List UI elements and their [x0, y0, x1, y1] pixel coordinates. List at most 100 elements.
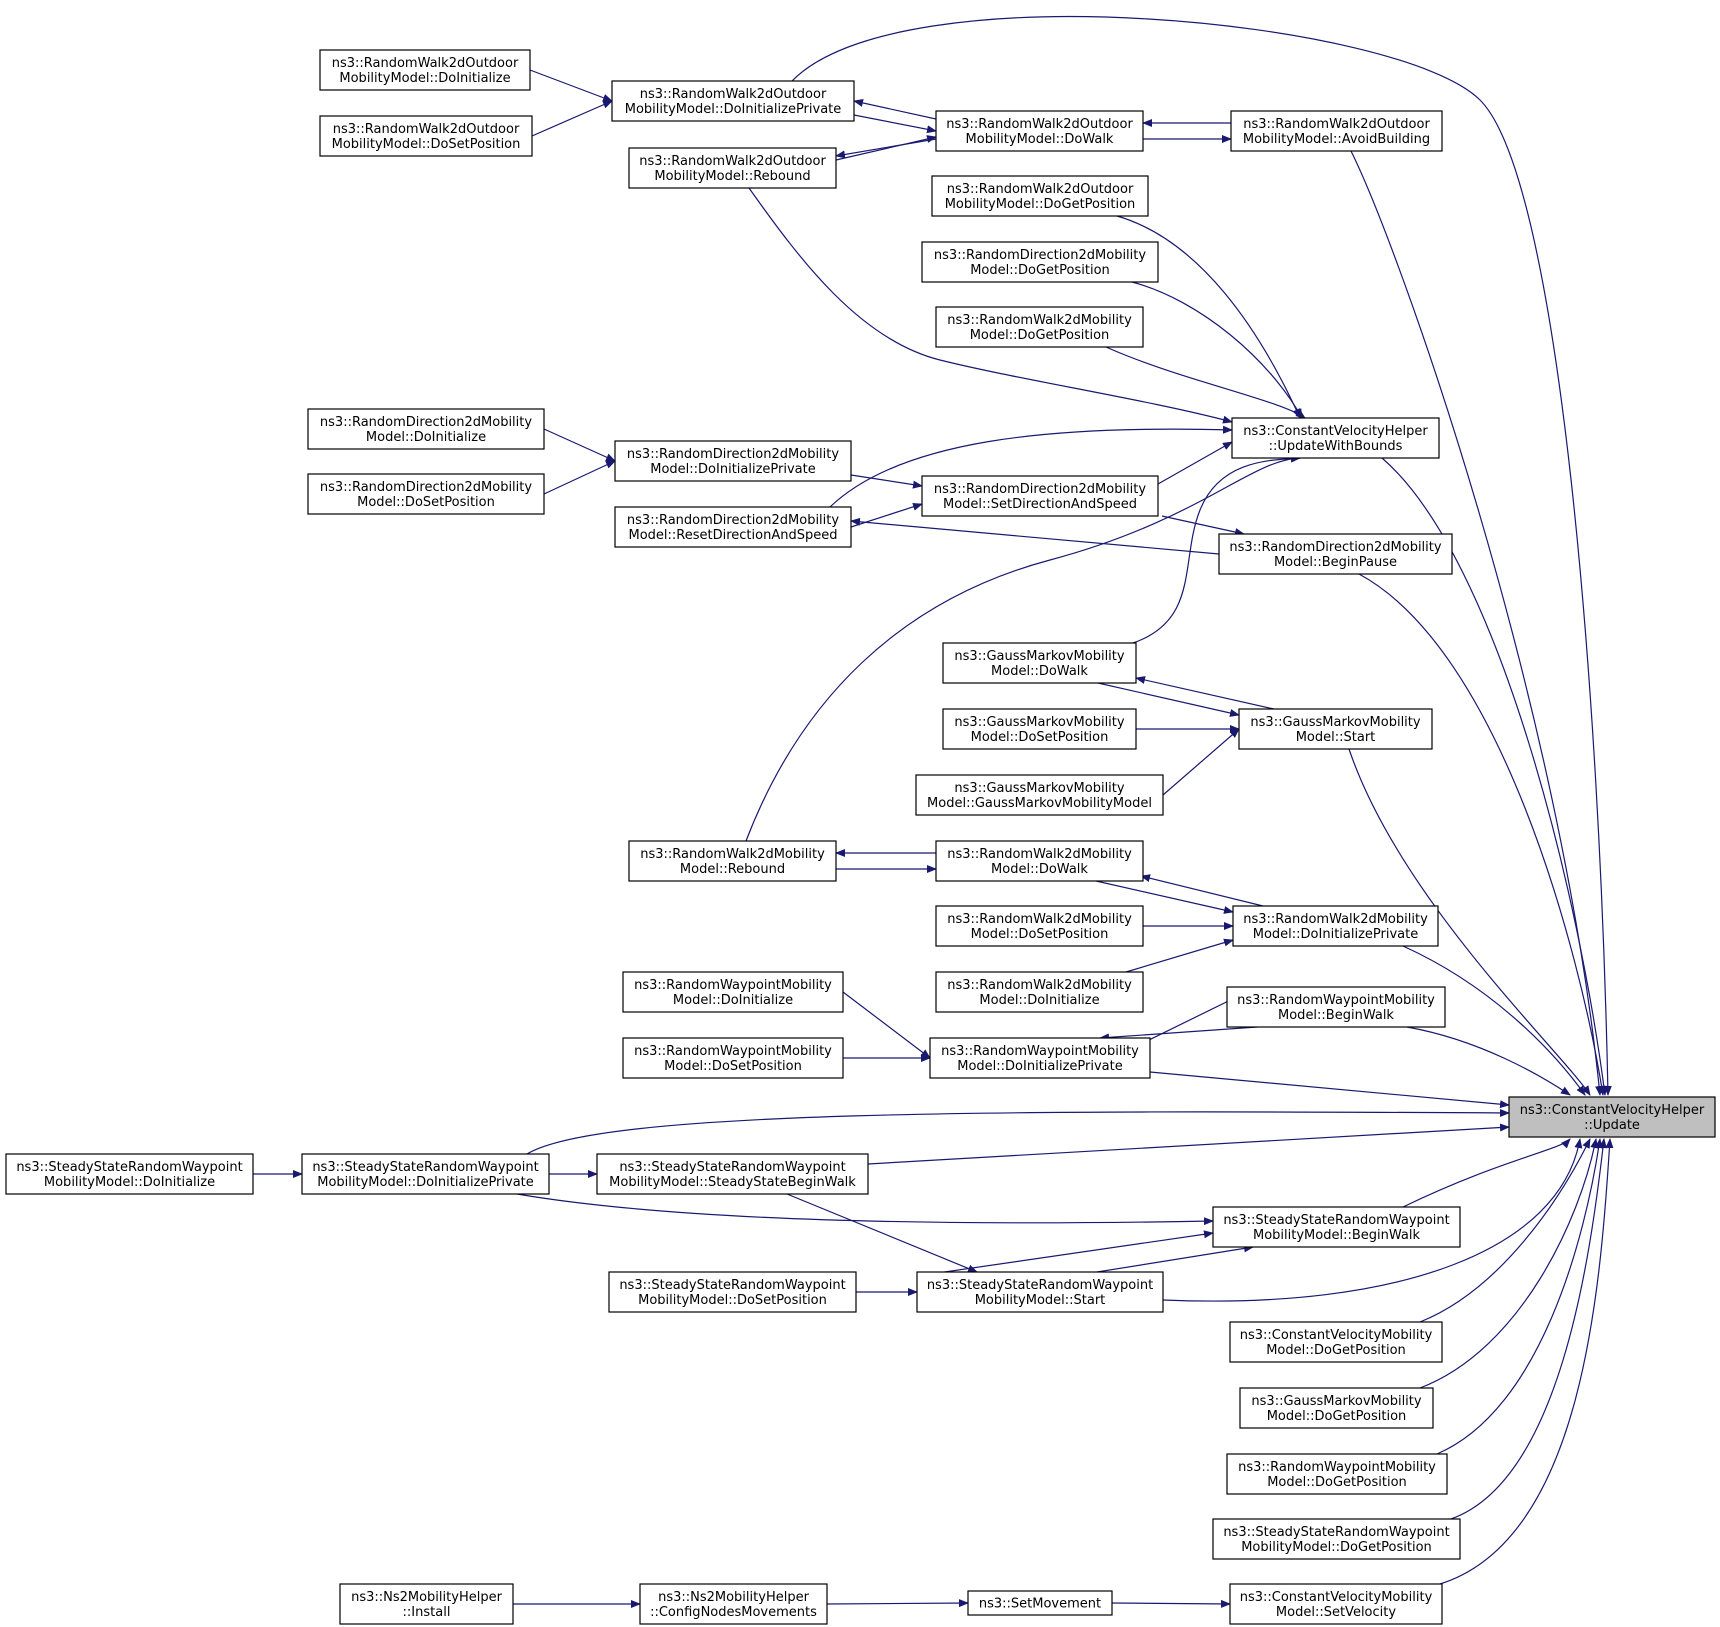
graph-node-n27[interactable]: ns3::RandomWaypointMobilityModel::BeginW… — [1226, 986, 1446, 1028]
graph-node-n17[interactable]: ns3::GaussMarkovMobilityModel::DoSetPosi… — [942, 708, 1137, 750]
graph-node-n42[interactable]: ns3::SetMovement — [967, 1590, 1113, 1616]
graph-node-n26[interactable]: ns3::RandomWaypointMobilityModel::DoSetP… — [622, 1037, 844, 1079]
node-box — [611, 80, 855, 122]
node-label-line: MobilityModel::DoInitialize — [44, 1175, 215, 1190]
node-label-line: ::ConfigNodesMovements — [650, 1605, 817, 1620]
edge-arrow — [835, 138, 937, 159]
node-label-line: ns3::RandomDirection2dMobility — [627, 447, 839, 462]
node-box — [1218, 533, 1453, 575]
graph-node-n35[interactable]: ns3::SteadyStateRandomWaypointMobilityMo… — [916, 1271, 1164, 1313]
node-box — [622, 971, 844, 1013]
node-box — [1229, 1583, 1443, 1625]
edge-n15-to-n29 — [1358, 573, 1606, 1096]
edge-arrow — [850, 502, 923, 528]
edge-n15-to-n12 — [850, 517, 1220, 555]
edge-arrow — [543, 460, 616, 495]
node-label-line: ns3::RandomWalk2dMobility — [947, 978, 1132, 993]
node-box — [1508, 1096, 1716, 1138]
graph-node-n13[interactable]: ns3::RandomDirection2dMobilityModel::Set… — [921, 475, 1159, 517]
graph-node-n34[interactable]: ns3::SteadyStateRandomWaypointMobilityMo… — [608, 1271, 857, 1313]
node-label-line: ns3::Ns2MobilityHelper — [351, 1590, 502, 1605]
edge-arrow — [1350, 150, 1604, 1096]
node-label-line: Model::Rebound — [680, 862, 785, 877]
graph-node-n37[interactable]: ns3::GaussMarkovMobilityModel::DoGetPosi… — [1239, 1387, 1434, 1429]
node-box — [628, 147, 837, 189]
node-box — [614, 440, 852, 482]
graph-node-n31[interactable]: ns3::SteadyStateRandomWaypointMobilityMo… — [301, 1153, 550, 1195]
node-label-line: ns3::SteadyStateRandomWaypoint — [619, 1278, 845, 1293]
edge-arrow — [850, 517, 1220, 555]
node-box — [1232, 905, 1439, 947]
node-label-line: MobilityModel::DoSetPosition — [638, 1293, 827, 1308]
node-label-line: ns3::GaussMarkovMobility — [954, 715, 1124, 730]
node-label-line: ns3::RandomWaypointMobility — [634, 1044, 832, 1059]
edge-n13-to-n15 — [1161, 515, 1245, 536]
graph-node-n39[interactable]: ns3::SteadyStateRandomWaypointMobilityMo… — [1212, 1518, 1461, 1560]
node-label-line: ns3::RandomDirection2dMobility — [934, 248, 1146, 263]
graph-node-n30[interactable]: ns3::SteadyStateRandomWaypointMobilityMo… — [5, 1153, 254, 1195]
edge-n19-to-n29 — [1348, 748, 1591, 1096]
node-label-line: MobilityModel::DoInitializePrivate — [317, 1175, 534, 1190]
graph-node-n19[interactable]: ns3::GaussMarkovMobilityModel::Start — [1238, 708, 1433, 750]
graph-node-n33[interactable]: ns3::SteadyStateRandomWaypointMobilityMo… — [1212, 1206, 1461, 1248]
edge-n25-to-n28 — [842, 991, 931, 1059]
graph-node-n38[interactable]: ns3::RandomWaypointMobilityModel::DoGetP… — [1226, 1453, 1448, 1495]
edge-n5-to-n29 — [1350, 150, 1604, 1096]
edge-arrow — [1348, 748, 1591, 1096]
edge-n4-to-n2 — [853, 99, 937, 120]
edge-arrow — [1149, 1071, 1510, 1109]
graph-node-n16[interactable]: ns3::GaussMarkovMobilityModel::DoWalk — [942, 642, 1137, 684]
node-label-line: Model::DoGetPosition — [1267, 1409, 1407, 1424]
graph-node-n28[interactable]: ns3::RandomWaypointMobilityModel::DoInit… — [929, 1037, 1151, 1079]
graph-node-n7[interactable]: ns3::RandomDirection2dMobilityModel::DoG… — [921, 241, 1159, 283]
node-label-line: ns3::RandomWalk2dMobility — [947, 912, 1132, 927]
node-label-line: Model::DoWalk — [991, 862, 1088, 877]
graph-node-n6[interactable]: ns3::RandomWalk2dOutdoorMobilityModel::D… — [931, 175, 1149, 217]
graph-node-n41[interactable]: ns3::Ns2MobilityHelper::ConfigNodesMovem… — [639, 1583, 828, 1625]
edge-arrow — [1111, 1599, 1231, 1608]
node-box — [339, 1583, 514, 1625]
graph-node-n4[interactable]: ns3::RandomWalk2dOutdoorMobilityModel::D… — [935, 110, 1144, 152]
node-label-line: ::Install — [403, 1605, 451, 1620]
graph-node-n1[interactable]: ns3::RandomWalk2dOutdoorMobilityModel::D… — [319, 115, 533, 157]
edge-n43-to-n29 — [1439, 1138, 1614, 1585]
edge-n8-to-n14 — [1105, 346, 1306, 419]
graph-node-n32[interactable]: ns3::SteadyStateRandomWaypointMobilityMo… — [596, 1153, 869, 1195]
edge-arrow — [1162, 728, 1240, 796]
node-label-line: MobilityModel::DoGetPosition — [945, 197, 1136, 212]
edge-arrow — [1358, 573, 1606, 1096]
graph-node-n9[interactable]: ns3::RandomDirection2dMobilityModel::DoI… — [307, 408, 545, 450]
graph-node-n12[interactable]: ns3::RandomDirection2dMobilityModel::Res… — [614, 506, 852, 548]
graph-node-n29[interactable]: ns3::ConstantVelocityHelper::Update — [1508, 1096, 1716, 1138]
edge-n28-to-n29 — [1149, 1071, 1510, 1109]
graph-node-n5[interactable]: ns3::RandomWalk2dOutdoorMobilityModel::A… — [1230, 110, 1443, 152]
node-box — [628, 840, 837, 882]
graph-node-n10[interactable]: ns3::RandomDirection2dMobilityModel::DoS… — [307, 473, 545, 515]
graph-node-n25[interactable]: ns3::RandomWaypointMobilityModel::DoInit… — [622, 971, 844, 1013]
graph-node-n3[interactable]: ns3::RandomWalk2dOutdoorMobilityModel::R… — [628, 147, 837, 189]
graph-node-n0[interactable]: ns3::RandomWalk2dOutdoorMobilityModel::D… — [319, 49, 531, 91]
graph-node-n2[interactable]: ns3::RandomWalk2dOutdoorMobilityModel::D… — [611, 80, 855, 122]
graph-node-n24[interactable]: ns3::RandomWalk2dMobilityModel::DoInitia… — [935, 971, 1144, 1013]
node-label-line: ns3::RandomWalk2dOutdoor — [947, 182, 1134, 197]
node-label-line: Model::BeginPause — [1274, 555, 1397, 570]
graph-node-n23[interactable]: ns3::RandomWalk2dMobilityModel::DoInitia… — [1232, 905, 1439, 947]
edge-arrow — [1099, 1026, 1258, 1042]
graph-node-n8[interactable]: ns3::RandomWalk2dMobilityModel::DoGetPos… — [935, 306, 1144, 348]
graph-node-n14[interactable]: ns3::ConstantVelocityHelper::UpdateWithB… — [1231, 417, 1440, 459]
edge-n16-to-n19 — [1097, 682, 1240, 717]
node-label-line: ::Update — [1584, 1118, 1640, 1133]
edge-arrow — [835, 135, 937, 161]
graph-node-n11[interactable]: ns3::RandomDirection2dMobilityModel::DoI… — [614, 440, 852, 482]
graph-node-n18[interactable]: ns3::GaussMarkovMobilityModel::GaussMark… — [915, 774, 1164, 816]
graph-node-n40[interactable]: ns3::Ns2MobilityHelper::Install — [339, 1583, 514, 1625]
graph-node-n15[interactable]: ns3::RandomDirection2dMobilityModel::Beg… — [1218, 533, 1453, 575]
node-box — [931, 175, 1149, 217]
node-label-line: Model::DoSetPosition — [971, 730, 1109, 745]
graph-node-n22[interactable]: ns3::RandomWalk2dMobilityModel::DoSetPos… — [935, 905, 1144, 947]
graph-node-n36[interactable]: ns3::ConstantVelocityMobilityModel::DoGe… — [1229, 1321, 1443, 1363]
graph-node-n43[interactable]: ns3::ConstantVelocityMobilityModel::SetV… — [1229, 1583, 1443, 1625]
